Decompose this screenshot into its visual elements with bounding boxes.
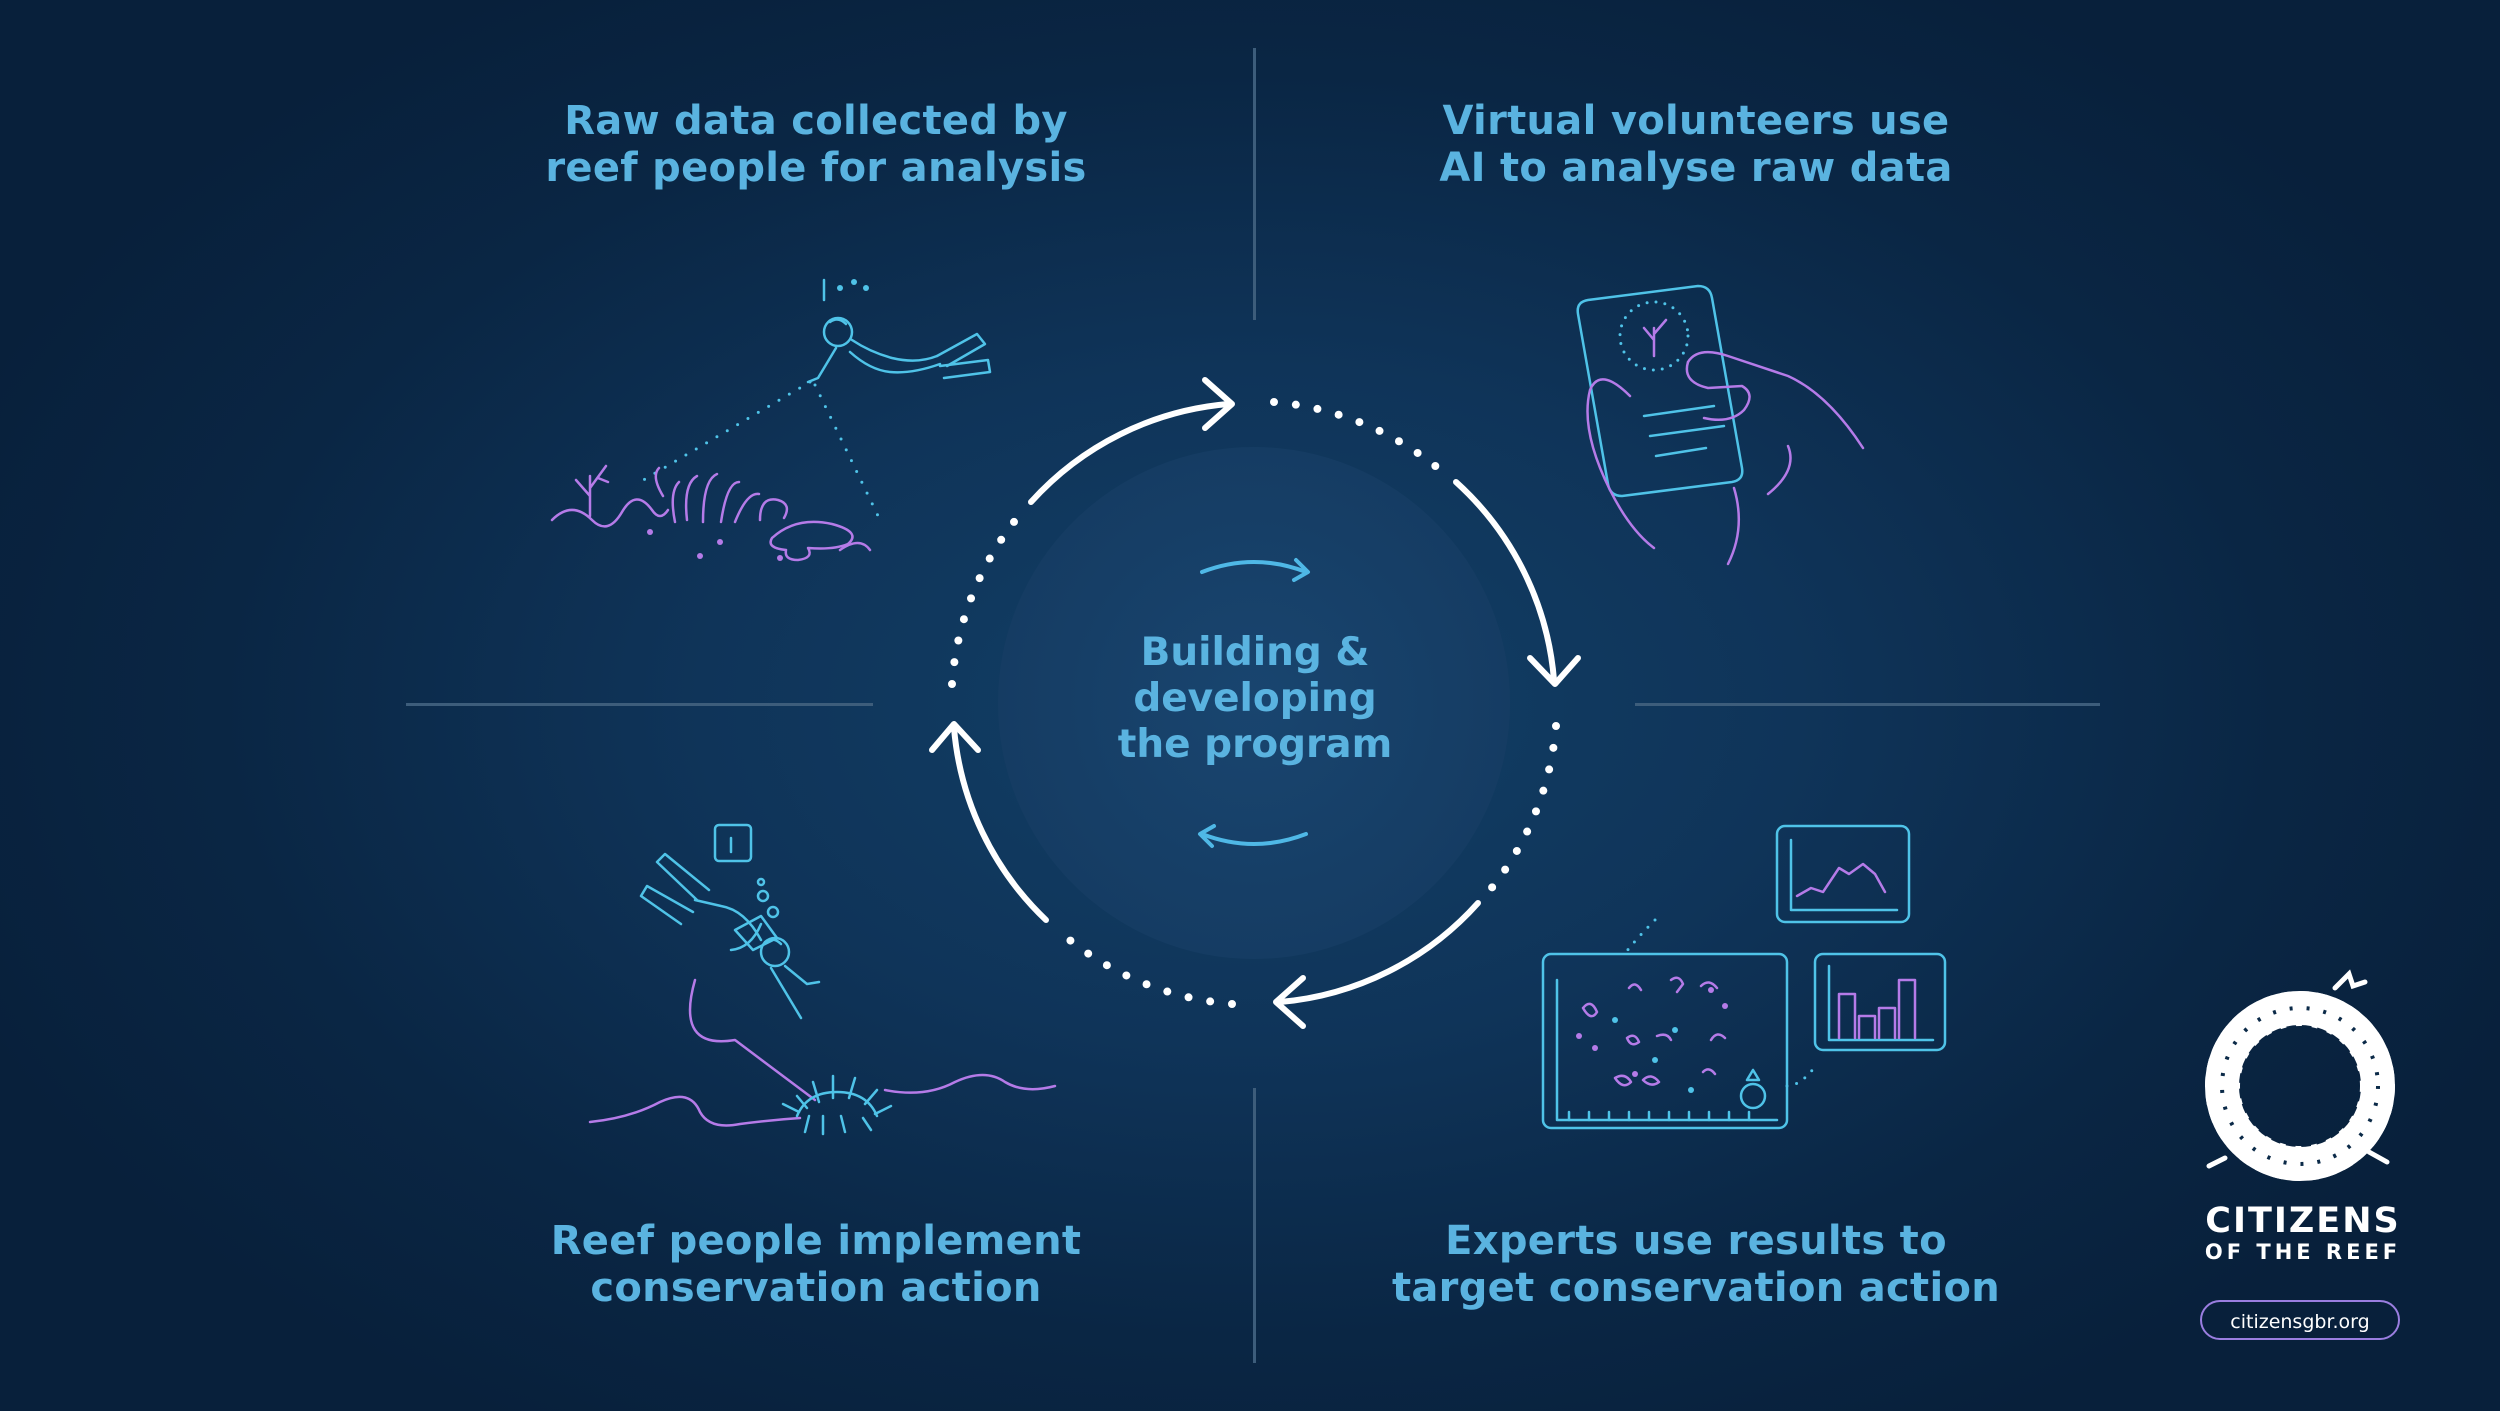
arrowhead-top [1202,377,1235,431]
chart-map-icon [1541,824,1947,1130]
cycle-arc-top-left [1028,401,1231,505]
cycle-dots-bottom [1056,928,1236,1008]
inner-arrow-bottom [1200,832,1308,846]
reef-floor [588,978,1057,1127]
reef-logo-icon [2205,969,2395,1181]
divider-right [1635,703,2100,706]
bubble-dots [837,279,869,291]
quadrant-title-collect: Raw data collected by reef people for an… [436,98,1196,192]
quadrant-title-target: Experts use results to target conservati… [1316,1218,2076,1312]
title-line: AI to analyse raw data [1439,145,1953,191]
diver-survey-illustration [550,278,992,562]
center-line: Building & [1140,630,1370,675]
brand-name-line2: OF THE REEF [2204,1240,2402,1264]
title-line: conservation action [590,1265,1042,1311]
map-dots-cyan [1612,1017,1694,1093]
data-analysis-illustration [1541,824,1947,1130]
quadrant-title-analyse: Virtual volunteers use AI to analyse raw… [1316,98,2076,192]
center-line: the program [1117,722,1393,767]
center-label: Building & developing the program [1010,630,1500,768]
diver-action-illustration [588,823,1057,1136]
center-line: developing [1133,676,1377,721]
arrowhead-left [929,721,981,753]
survey-lines [633,380,882,522]
title-line: Experts use results to [1445,1218,1947,1264]
cycle-arc-left [951,725,1049,923]
cycle-dots-top-right [1270,398,1449,478]
website-link[interactable]: citizensgbr.org [2200,1300,2400,1340]
title-line: reef people for analysis [545,145,1087,191]
divider-left [406,703,873,706]
cycle-dots-left [948,508,1026,688]
diver-icon [806,278,992,384]
inner-arrow-top-head [1292,558,1310,582]
center-disc [998,447,1510,959]
quadrant-title-implement: Reef people implement conservation actio… [436,1218,1196,1312]
title-line: Reef people implement [550,1218,1082,1264]
map-dots [1576,987,1728,1077]
coral-icon [550,464,872,562]
title-line: Raw data collected by [564,98,1068,144]
arrowhead-bottom [1273,975,1306,1029]
hand-icon [1586,318,1865,566]
bubble-dots [756,877,780,919]
title-line: Virtual volunteers use [1442,98,1950,144]
title-line: target conservation action [1391,1265,2001,1311]
phone-hand-icon [1576,284,1744,498]
reef-dots [647,529,783,561]
brand-name-line1: CITIZENS [2205,1201,2401,1241]
sea-urchin-icon [781,1074,893,1136]
cycle-arc-bottom-right [1277,900,1481,1005]
inner-arrow-top [1200,560,1308,574]
inner-arrow-bottom-head [1198,824,1216,848]
cycle-arc-right [1453,479,1557,683]
chart-lines [1581,862,1917,1087]
arrowhead-right [1527,655,1581,687]
cycle-dots-right [1486,722,1560,894]
brand-name: CITIZENS OF THE REEF [2188,1202,2418,1264]
divider-top [1253,48,1256,320]
divider-bottom [1253,1088,1256,1363]
diver-icon [639,823,821,1020]
phone-hand-illustration [1576,284,1865,566]
